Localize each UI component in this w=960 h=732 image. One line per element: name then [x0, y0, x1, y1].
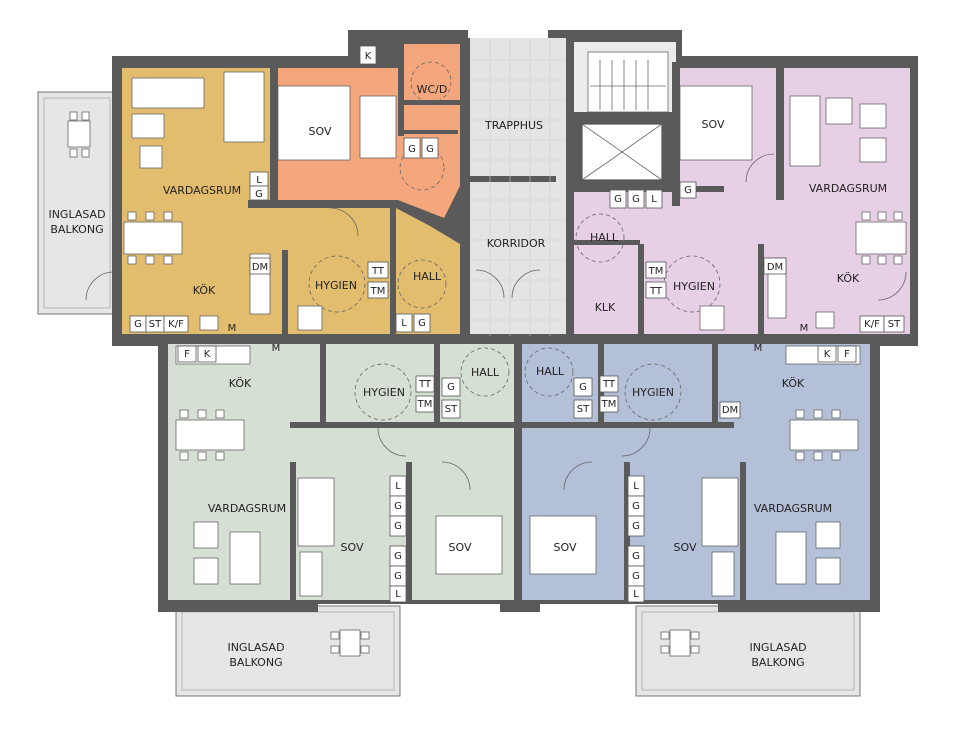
- balcony-west: INGLASAD BALKONG: [37, 91, 117, 315]
- fx-l-se2: L: [633, 589, 639, 600]
- fx-g-se3: G: [632, 521, 640, 532]
- fx-k-sw: K: [204, 349, 211, 360]
- fx-g-sw3: G: [394, 521, 402, 532]
- label-sov-sw-1: SOV: [341, 541, 364, 554]
- fx-tt-sw: TT: [418, 379, 432, 390]
- fixtures-east: G G L G TM TT DM K/F ST M: [609, 181, 905, 334]
- fx-k-wcd: K: [365, 51, 372, 62]
- fx-g-sw4: G: [394, 551, 402, 562]
- fx-kf-e: K/F: [864, 319, 880, 330]
- label-trapphus: TRAPPHUS: [484, 119, 543, 132]
- label-klk: KLK: [595, 301, 616, 314]
- label-vardagsrum-se: VARDAGSRUM: [754, 502, 832, 515]
- fx-g-e3: G: [684, 185, 692, 196]
- label-hygien-sw: HYGIEN: [363, 386, 405, 399]
- fixtures-southwest: F K M TT TM G ST L G G G G L: [177, 343, 461, 603]
- fx-kf-w: K/F: [168, 319, 184, 330]
- label-hall-e: HALL: [590, 231, 619, 244]
- label-vardagsrum-sw: VARDAGSRUM: [208, 502, 286, 515]
- fx-g-e1: G: [614, 194, 622, 205]
- fx-k-se: K: [824, 349, 831, 360]
- label-hall-se: HALL: [536, 365, 565, 378]
- label-hall-w: HALL: [413, 270, 442, 283]
- room-labels: VARDAGSRUM KÖK SOV WC/D HYGIEN HALL TRAP…: [163, 83, 887, 554]
- fx-g-se5: G: [632, 571, 640, 582]
- furniture-sw: [175, 345, 510, 597]
- fx-st-sw: ST: [445, 404, 458, 415]
- fx-g-sw5: G: [394, 571, 402, 582]
- fx-l-sw2: L: [395, 589, 401, 600]
- label-sov-e: SOV: [702, 118, 725, 131]
- balcony-se-label-2: BALKONG: [751, 656, 804, 669]
- balcony-southwest: INGLASAD BALKONG: [175, 605, 401, 697]
- fx-m-se: M: [754, 343, 763, 354]
- fx-tt-e: TT: [649, 286, 663, 297]
- fx-g-se2: G: [632, 501, 640, 512]
- fx-st-se: ST: [577, 404, 590, 415]
- fx-g-e2: G: [632, 194, 640, 205]
- label-kok-w: KÖK: [193, 284, 216, 297]
- fx-f-se: F: [844, 349, 850, 360]
- fx-g-w3: G: [255, 189, 263, 200]
- fixtures-west: K G G L G DM TT TM L G G ST K/F M: [129, 45, 439, 334]
- label-hygien-w: HYGIEN: [315, 279, 357, 292]
- label-hall-sw: HALL: [471, 366, 500, 379]
- balcony-southeast: INGLASAD BALKONG: [635, 605, 861, 697]
- fx-dm-se: DM: [722, 405, 738, 416]
- fx-tm-se: TM: [601, 399, 617, 410]
- label-sov-se-1: SOV: [554, 541, 577, 554]
- stairwell: [581, 51, 669, 181]
- fx-l-se1: L: [633, 481, 639, 492]
- fx-st-w: ST: [149, 319, 162, 330]
- label-wcd: WC/D: [417, 83, 448, 96]
- label-vardagsrum-e: VARDAGSRUM: [809, 182, 887, 195]
- balcony-west-label-1: INGLASAD: [48, 208, 105, 221]
- balcony-sw-label-1: INGLASAD: [227, 641, 284, 654]
- fx-m-w: M: [228, 323, 237, 334]
- fx-l-sw1: L: [395, 481, 401, 492]
- label-korridor: KORRIDOR: [487, 237, 546, 250]
- fx-tt-se: TT: [602, 379, 616, 390]
- fx-m-e: M: [800, 323, 809, 334]
- fx-g-sw2: G: [394, 501, 402, 512]
- fx-tm-e: TM: [648, 266, 664, 277]
- balcony-west-label-2: BALKONG: [50, 223, 103, 236]
- label-kok-e: KÖK: [837, 272, 860, 285]
- label-vardagsrum-w: VARDAGSRUM: [163, 184, 241, 197]
- fx-g-w5: G: [134, 319, 142, 330]
- balcony-se-label-1: INGLASAD: [749, 641, 806, 654]
- fx-g-se1: G: [579, 382, 587, 393]
- fx-dm-e: DM: [767, 262, 783, 273]
- label-hygien-e: HYGIEN: [673, 280, 715, 293]
- fx-l-w2: L: [401, 318, 407, 329]
- interior-walls: [112, 38, 918, 612]
- fx-g-w4: G: [418, 318, 426, 329]
- label-kok-se: KÖK: [782, 377, 805, 390]
- label-sov-se-2: SOV: [674, 541, 697, 554]
- fx-m-sw: M: [272, 343, 281, 354]
- fx-tt-w: TT: [371, 266, 385, 277]
- fx-g-w2: G: [426, 144, 434, 155]
- fixtures-southeast: G ST TT TM DM M K F L G G G G L: [573, 343, 857, 603]
- fx-g-w1: G: [408, 144, 416, 155]
- fx-st-e: ST: [888, 319, 901, 330]
- fx-g-se4: G: [632, 551, 640, 562]
- furniture-east: [575, 85, 907, 331]
- label-kok-sw: KÖK: [229, 377, 252, 390]
- fx-tm-w: TM: [370, 286, 386, 297]
- label-sov-w: SOV: [309, 125, 332, 138]
- fx-g-sw1: G: [447, 382, 455, 393]
- fx-f-sw: F: [184, 349, 190, 360]
- corridor-tiles: [470, 40, 566, 336]
- door-swings: [85, 153, 907, 491]
- label-sov-sw-2: SOV: [449, 541, 472, 554]
- balcony-sw-label-2: BALKONG: [229, 656, 282, 669]
- fx-tm-sw: TM: [417, 399, 433, 410]
- fx-l-e1: L: [651, 194, 657, 205]
- label-hygien-se: HYGIEN: [632, 386, 674, 399]
- fx-dm-w: DM: [252, 262, 268, 273]
- fx-l-w: L: [256, 175, 262, 186]
